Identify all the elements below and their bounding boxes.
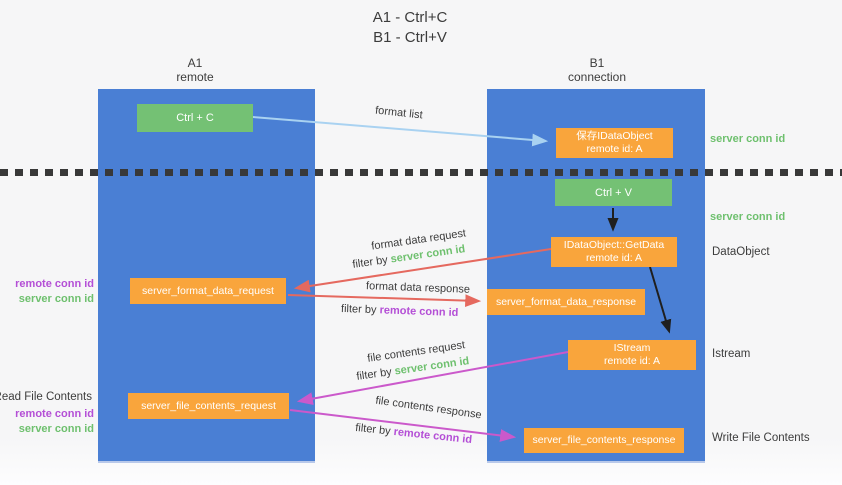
idataobject-getdata-line1: IDataObject::GetData: [563, 239, 665, 251]
save-idataobject-box: 保存IDataObject remote id: A: [556, 128, 673, 158]
lane-b1-subtitle: connection: [567, 70, 627, 84]
filter-by-text: filter by: [355, 366, 393, 383]
lane-a1-subtitle: remote: [176, 70, 214, 84]
title-line-2: B1 - Ctrl+V: [373, 29, 447, 46]
server-format-data-request-box: server_format_data_request: [130, 278, 286, 304]
filter-by-text: filter by: [354, 421, 392, 438]
left-conn-id-pair-top: remote conn id server conn id: [15, 277, 94, 307]
filter-by-text: filter by: [340, 302, 377, 317]
lane-header-b1: B1 connection: [497, 56, 697, 84]
idataobject-getdata-line2: remote id: A: [585, 252, 643, 264]
server-file-contents-response-label: server_file_contents_response: [532, 434, 676, 446]
idataobject-getdata-box: IDataObject::GetData remote id: A: [551, 237, 677, 267]
lane-b1-name: B1: [589, 56, 605, 70]
dotted-separator-line: [0, 169, 842, 176]
server-format-data-request-label: server_format_data_request: [142, 284, 274, 297]
server-file-contents-response-box: server_file_contents_response: [524, 428, 684, 453]
server-file-contents-request-label: server_file_contents_request: [141, 399, 276, 412]
ctrl-v-box: Ctrl + V: [555, 179, 672, 206]
left-server-conn-id-top-label: server conn id: [18, 293, 94, 305]
server-format-data-response-box: server_format_data_response: [487, 289, 645, 315]
save-idataobject-line1: 保存IDataObject: [576, 130, 653, 142]
istream-box: IStream remote id: A: [568, 340, 696, 370]
right-server-conn-id-top-label: server conn id: [710, 133, 786, 145]
left-server-conn-id-bottom-label: server conn id: [18, 423, 94, 435]
server-file-contents-request-box: server_file_contents_request: [128, 393, 289, 419]
ctrl-c-label: Ctrl + C: [176, 112, 214, 124]
ctrl-c-box: Ctrl + C: [137, 104, 253, 132]
lane-header-a1: A1 remote: [95, 56, 295, 84]
filter-by-text: filter by: [351, 254, 389, 271]
ctrl-v-label: Ctrl + V: [595, 186, 632, 199]
istream-line2: remote id: A: [603, 355, 661, 367]
right-server-conn-id-mid-label: server conn id: [710, 211, 786, 223]
read-file-contents-label: Read File Contents: [0, 391, 92, 403]
istream-side-label: Istream: [712, 348, 751, 360]
format-data-response-label: format data response: [365, 280, 471, 296]
save-idataobject-line2: remote id: A: [586, 143, 643, 155]
istream-line1: IStream: [613, 342, 651, 354]
diagram-title: A1 - Ctrl+C B1 - Ctrl+V: [300, 8, 520, 48]
left-remote-conn-id-top-label: remote conn id: [15, 278, 94, 290]
filter-by-remote-conn-id-label-1: filter by remote conn id: [341, 303, 459, 319]
title-line-1: A1 - Ctrl+C: [372, 9, 448, 26]
server-format-data-response-label: server_format_data_response: [495, 295, 637, 308]
filter-by-remote-conn-id-label-2: filter by remote conn id: [355, 422, 473, 446]
format-data-response-arrow: [287, 294, 482, 307]
lane-a1-name: A1: [187, 56, 203, 70]
dataobject-label: DataObject: [712, 246, 770, 258]
write-file-contents-label: Write File Contents: [712, 432, 810, 444]
file-contents-response-label: file contents response: [374, 394, 483, 422]
left-conn-id-pair-bottom: remote conn id server conn id: [15, 407, 94, 437]
remote-conn-id-text: remote conn id: [393, 425, 473, 447]
left-remote-conn-id-bottom-label: remote conn id: [15, 408, 94, 420]
format-list-label: format list: [374, 104, 424, 122]
remote-conn-id-text: remote conn id: [379, 304, 459, 320]
